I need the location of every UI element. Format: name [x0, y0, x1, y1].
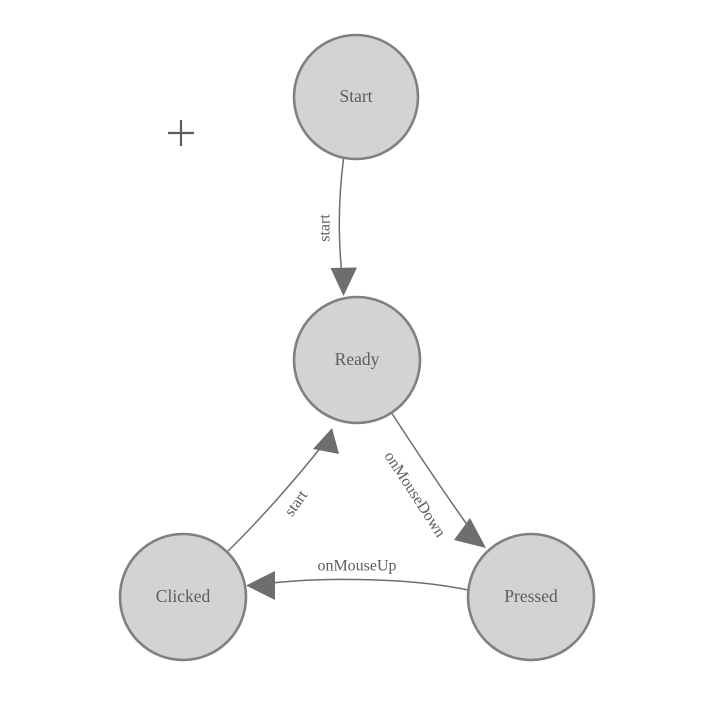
edge-line-start-to-ready[interactable]: [338, 158, 345, 287]
edge-label-clicked-to-ready: start: [281, 487, 311, 520]
edge-label-pressed-to-clicked: onMouseUp: [317, 558, 396, 575]
node-circle-start[interactable]: [292, 33, 420, 161]
edge-label-ready-to-pressed: onMouseDown: [381, 449, 449, 541]
node-label-clicked: Clicked: [156, 586, 211, 606]
node-label-pressed: Pressed: [504, 586, 558, 606]
arrowhead-ready-to-pressed: [454, 518, 486, 548]
node-clicked[interactable]: Clicked: [118, 532, 248, 662]
arrowhead-pressed-to-clicked: [246, 571, 275, 600]
node-circle-pressed[interactable]: [466, 532, 596, 662]
edges-layer: [227, 158, 486, 600]
node-pressed[interactable]: Pressed: [466, 532, 596, 662]
node-circle-ready[interactable]: [292, 295, 422, 425]
edge-pressed-to-clicked[interactable]: [246, 571, 469, 600]
edge-label-start-to-ready: start: [317, 214, 334, 242]
arrowhead-start-to-ready: [330, 267, 357, 296]
node-ready[interactable]: Ready: [292, 295, 422, 425]
plus-marker: [168, 120, 194, 146]
node-circle-clicked[interactable]: [118, 532, 248, 662]
edge-start-to-ready[interactable]: [330, 158, 358, 296]
edge-ready-to-pressed[interactable]: [390, 411, 486, 548]
arrowhead-clicked-to-ready: [313, 428, 339, 454]
node-label-ready: Ready: [335, 349, 380, 369]
node-start[interactable]: Start: [292, 33, 420, 161]
edge-clicked-to-ready[interactable]: [227, 428, 339, 552]
edge-line-pressed-to-clicked[interactable]: [255, 578, 469, 591]
edge-line-clicked-to-ready[interactable]: [227, 436, 330, 552]
node-label-start: Start: [339, 86, 372, 106]
